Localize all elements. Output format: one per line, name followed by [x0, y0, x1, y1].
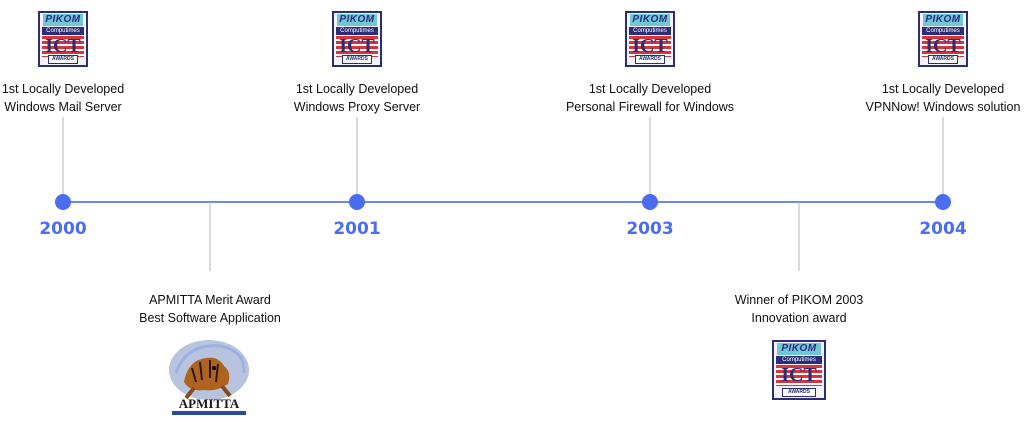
stem-2000: [62, 117, 64, 195]
event-label-2001: 1st Locally Developed Windows Proxy Serv…: [293, 82, 421, 114]
pikom-award-logo: PIKOM Computimes ICT AWARDS: [918, 11, 968, 67]
year-label: 2001: [333, 219, 381, 239]
year-label: 2000: [39, 219, 87, 239]
apmitta-logo: APMITTA: [169, 340, 249, 415]
event-label-2000: 1st Locally Developed Windows Mail Serve…: [1, 82, 125, 114]
event-label-2003: 1st Locally Developed Personal Firewall …: [565, 82, 735, 114]
timeline-dot-2000: [55, 194, 71, 210]
event-label-pikom-2003: Winner of PIKOM 2003 Innovation award: [734, 293, 864, 325]
stem-apmitta: [209, 202, 211, 271]
stem-2004: [942, 117, 944, 195]
timeline-axis: [62, 201, 944, 203]
apmitta-logo-text: APMITTA: [179, 396, 240, 411]
timeline-dot-2001: [349, 194, 365, 210]
year-label: 2003: [626, 219, 674, 239]
timeline-dot-2004: [935, 194, 951, 210]
pikom-award-logo: PIKOM Computimes ICT AWARDS: [772, 340, 826, 400]
pikom-award-logo: PIKOM Computimes ICT AWARDS: [332, 11, 382, 67]
stem-pikom-2003: [798, 202, 800, 271]
pikom-award-logo: PIKOM Computimes ICT AWARDS: [38, 11, 88, 67]
event-label-2004: 1st Locally Developed VPNNow! Windows so…: [865, 82, 1021, 114]
year-label: 2004: [919, 219, 967, 239]
timeline-dot-2003: [642, 194, 658, 210]
event-label-apmitta: APMITTA Merit Award Best Software Applic…: [139, 293, 281, 325]
stem-2001: [356, 117, 358, 195]
stem-2003: [649, 117, 651, 195]
pikom-award-logo: PIKOM Computimes ICT AWARDS: [625, 11, 675, 67]
